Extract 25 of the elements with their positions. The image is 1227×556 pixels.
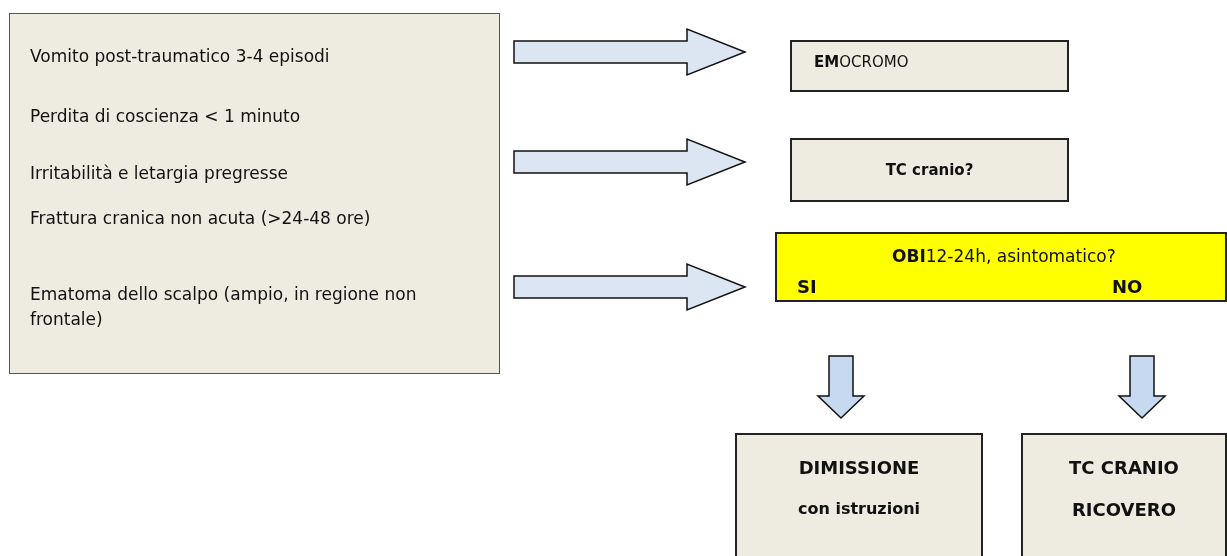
box-text: TC CRANIO	[1068, 456, 1180, 480]
process-box	[9, 13, 500, 374]
block-arrow	[1117, 355, 1167, 420]
block-arrow	[513, 137, 748, 187]
process-box	[790, 40, 1069, 92]
block-arrow	[816, 355, 866, 420]
symptom-text: Ematoma dello scalpo (ampio, in regione non frontale)	[30, 283, 418, 331]
question-text: OBI12-24h, asintomatico?	[892, 245, 1117, 268]
answer-text: NO	[1112, 275, 1144, 299]
box-text: EMOCROMO	[814, 52, 910, 73]
decision-box	[775, 232, 1227, 302]
symptom-text: Irritabilità e letargia pregresse	[30, 162, 289, 185]
symptom-text: Perdita di coscienza < 1 minuto	[30, 105, 302, 128]
symptom-text: Frattura cranica non acuta (>24-48 ore)	[30, 207, 372, 230]
box-text: RICOVERO	[1071, 498, 1177, 522]
box-text: TC cranio?	[884, 160, 975, 181]
process-box	[1021, 433, 1227, 556]
process-box	[790, 138, 1069, 202]
box-text: con istruzioni	[796, 498, 921, 520]
process-box	[735, 433, 983, 556]
answer-text: SI	[797, 275, 818, 299]
block-arrow	[513, 262, 748, 312]
block-arrow	[513, 27, 748, 77]
box-text: DIMISSIONE	[797, 456, 921, 480]
symptom-text: Vomito post-traumatico 3-4 episodi	[30, 45, 331, 68]
